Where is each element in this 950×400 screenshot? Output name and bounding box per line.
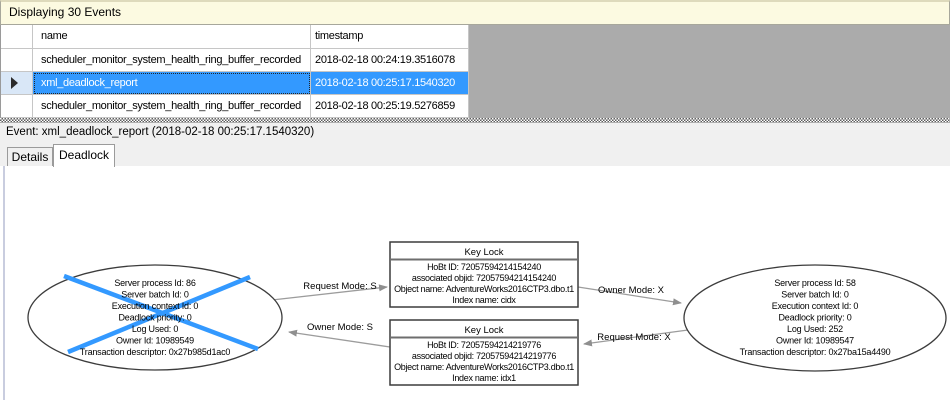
event-name-cell[interactable]: scheduler_monitor_system_health_ring_buf… (33, 95, 311, 118)
process-node-victim[interactable]: Server process Id: 86 Server batch Id: 0… (27, 264, 283, 371)
event-timestamp-cell[interactable]: 2018-02-18 00:25:19.5276859 (311, 95, 469, 118)
deadlock-graph-pane: Request Mode: S Owner Mode: S Owner Mode… (0, 166, 950, 400)
deadlock-graph: Request Mode: S Owner Mode: S Owner Mode… (27, 241, 947, 386)
edge-label: Request Mode: X (597, 332, 671, 343)
process-line: Deadlock priority: 0 (778, 313, 851, 323)
process-line: Owner Id: 10989549 (116, 336, 194, 346)
resource-node-keylock-cidx[interactable]: Key Lock HoBt ID: 72057594214154240 asso… (389, 241, 579, 308)
process-node-survivor[interactable]: Server process Id: 58 Server batch Id: 0… (683, 264, 947, 372)
event-name-cell[interactable]: xml_deadlock_report (33, 72, 311, 95)
resource-line: Object name: AdventureWorks2016CTP3.dbo.… (394, 362, 574, 372)
process-line: Transaction descriptor: 0x27ba15a4490 (740, 347, 891, 357)
resource-line: HoBt ID: 72057594214154240 (427, 262, 541, 272)
process-line: Owner Id: 10989547 (776, 336, 854, 346)
grid-corner-cell[interactable] (1, 25, 33, 49)
events-grid-table: name timestamp scheduler_monitor_system_… (1, 25, 469, 118)
event-caption: Event: xml_deadlock_report (2018-02-18 0… (0, 123, 950, 143)
tab-details[interactable]: Details (7, 147, 53, 166)
resource-title: Key Lock (464, 247, 503, 258)
edge-request-s: Request Mode: S (271, 281, 388, 301)
edge-owner-x: Owner Mode: X (577, 285, 682, 306)
pane-splitter[interactable] (0, 118, 950, 123)
resource-line: associated objid: 72057594214154240 (412, 273, 556, 283)
grid-header-row: name timestamp (1, 25, 469, 49)
process-line: Server batch Id: 0 (781, 290, 849, 300)
resource-title: Key Lock (464, 325, 503, 336)
resource-line: associated objid: 72057594214219776 (412, 351, 556, 361)
process-line: Transaction descriptor: 0x27b985d1ac0 (80, 347, 231, 357)
edge-label: Owner Mode: X (598, 285, 665, 296)
event-timestamp-cell[interactable]: 2018-02-18 00:24:19.3516078 (311, 49, 469, 72)
events-grid: name timestamp scheduler_monitor_system_… (0, 25, 950, 118)
resource-line: Object name: AdventureWorks2016CTP3.dbo.… (394, 284, 574, 294)
process-line: Execution context Id: 0 (772, 301, 859, 311)
resource-node-keylock-idx1[interactable]: Key Lock HoBt ID: 72057594214219776 asso… (389, 319, 579, 386)
resource-line: HoBt ID: 72057594214219776 (427, 340, 541, 350)
column-header-name[interactable]: name (33, 25, 311, 49)
tab-strip: Details Deadlock (0, 143, 950, 167)
event-timestamp-cell[interactable]: 2018-02-18 00:25:17.1540320 (311, 72, 469, 95)
table-row-selected[interactable]: xml_deadlock_report 2018-02-18 00:25:17.… (1, 72, 469, 95)
row-selector-cell[interactable] (1, 95, 33, 118)
process-line: Log Used: 252 (787, 324, 843, 334)
current-row-arrow-icon (11, 77, 18, 89)
edge-label: Request Mode: S (303, 281, 376, 292)
process-line: Server batch Id: 0 (121, 290, 189, 300)
resource-line: Index name: idx1 (452, 373, 516, 383)
event-name-cell[interactable]: scheduler_monitor_system_health_ring_buf… (33, 49, 311, 72)
edge-request-x: Request Mode: X (583, 329, 689, 347)
edge-label: Owner Mode: S (307, 322, 373, 333)
process-line: Execution context Id: 0 (112, 301, 199, 311)
process-line: Log Used: 0 (132, 324, 179, 334)
row-selector-cell[interactable] (1, 49, 33, 72)
row-selector-cell[interactable] (1, 72, 33, 95)
tab-deadlock[interactable]: Deadlock (53, 144, 115, 167)
process-line: Server process Id: 58 (774, 278, 856, 288)
resource-line: Index name: cidx (452, 295, 516, 305)
process-line: Deadlock priority: 0 (118, 313, 191, 323)
table-row[interactable]: scheduler_monitor_system_health_ring_buf… (1, 95, 469, 118)
process-line: Server process Id: 86 (114, 278, 196, 288)
pane-left-accent (3, 166, 5, 400)
events-count-bar: Displaying 30 Events (0, 0, 950, 25)
column-header-timestamp[interactable]: timestamp (311, 25, 469, 49)
table-row[interactable]: scheduler_monitor_system_health_ring_buf… (1, 49, 469, 72)
edge-owner-s: Owner Mode: S (288, 322, 391, 348)
